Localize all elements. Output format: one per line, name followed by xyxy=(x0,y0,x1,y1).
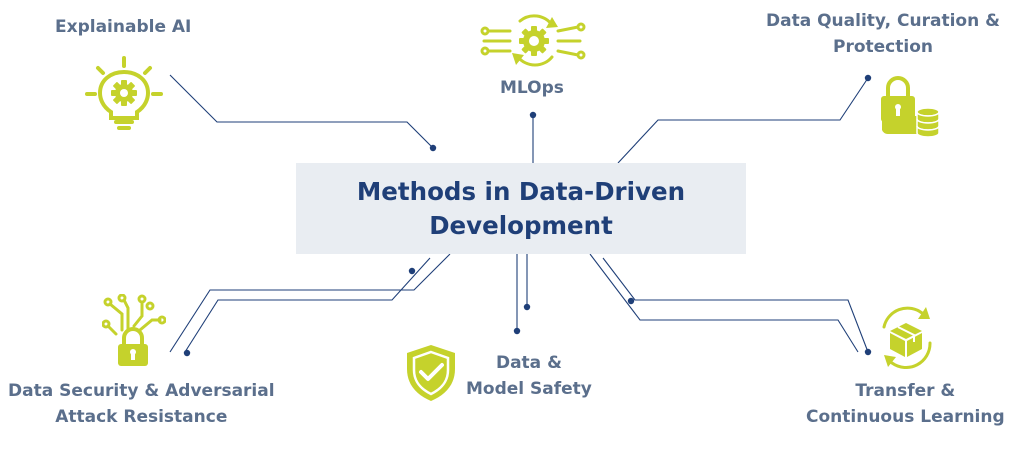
label-data-quality: Data Quality, Curation & Protection xyxy=(766,8,1000,60)
label-data-security-line2: Attack Resistance xyxy=(55,407,228,427)
label-mlops: MLOps xyxy=(500,75,564,101)
label-data-quality-line2: Protection xyxy=(832,37,933,57)
lightbulb-gear-icon xyxy=(85,56,163,130)
label-data-security-line1: Data Security & Adversarial xyxy=(8,381,275,401)
label-explainable-ai-text: Explainable AI xyxy=(55,17,192,37)
lock-database-icon xyxy=(881,76,940,138)
central-title-line2: Development xyxy=(429,210,613,240)
label-model-safety-line1: Data & xyxy=(495,353,562,373)
label-transfer-line1: Transfer & xyxy=(855,381,956,401)
shield-check-icon xyxy=(407,345,455,401)
label-data-quality-line1: Data Quality, Curation & xyxy=(766,11,1000,31)
label-model-safety-line2: Model Safety xyxy=(466,379,592,399)
label-explainable-ai: Explainable AI xyxy=(55,14,191,40)
label-transfer-line2: Continuous Learning xyxy=(806,407,1005,427)
central-title-line1: Methods in Data-Driven xyxy=(356,176,686,206)
label-data-security: Data Security & Adversarial Attack Resis… xyxy=(8,378,275,430)
gear-cycle-icon xyxy=(480,14,586,67)
label-mlops-text: MLOps xyxy=(500,78,564,98)
circuit-lock-icon xyxy=(102,294,166,366)
box-cycle-icon xyxy=(882,306,932,369)
central-topic-box: Methods in Data-Driven Development xyxy=(296,163,746,254)
label-model-safety: Data & Model Safety xyxy=(466,350,592,402)
label-transfer-learning: Transfer & Continuous Learning xyxy=(806,378,1005,430)
